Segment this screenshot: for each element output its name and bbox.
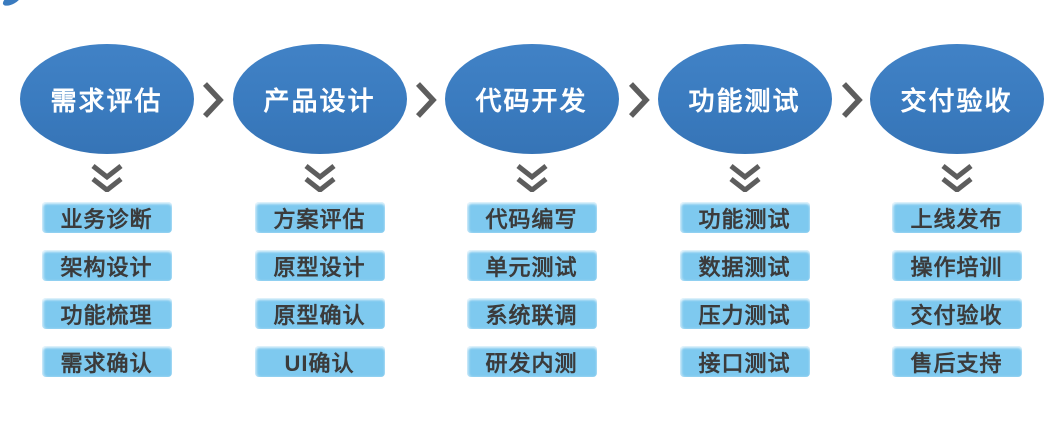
stage-label: 产品设计 [263, 85, 376, 116]
task-chip: 操作培训 [891, 250, 1022, 281]
stage-ellipse: 功能测试 [657, 44, 832, 154]
task-chip: 单元测试 [466, 250, 597, 281]
task-chip: 交付验收 [891, 298, 1022, 329]
stage-ellipse: 代码开发 [444, 44, 619, 154]
stage-column-1: 需求评估 业务诊断 架构设计 功能梳理 需求确认 [0, 0, 213, 394]
task-chip: 上线发布 [891, 202, 1022, 233]
double-chevron-down-icon [89, 154, 125, 202]
stage-label: 功能测试 [688, 85, 801, 116]
task-chip: 接口测试 [679, 346, 810, 377]
stage-label: 需求评估 [50, 85, 163, 116]
task-chip: 架构设计 [41, 250, 172, 281]
stage-column-2: 产品设计 方案评估 原型设计 原型确认 UI确认 [213, 0, 426, 394]
chevron-right-icon [414, 81, 438, 119]
double-chevron-down-icon [727, 154, 763, 202]
task-chip: 压力测试 [679, 298, 810, 329]
task-chip: 需求确认 [41, 346, 172, 377]
chevron-right-icon [840, 81, 864, 119]
stage-ellipse: 需求评估 [19, 44, 194, 154]
task-chip: 方案评估 [254, 202, 385, 233]
double-chevron-down-icon [514, 154, 550, 202]
stage-label: 交付验收 [900, 85, 1013, 116]
task-chip: 原型确认 [254, 298, 385, 329]
stage-column-3: 代码开发 代码编写 单元测试 系统联调 研发内测 [425, 0, 638, 394]
stage-label: 代码开发 [475, 85, 588, 116]
stage-ellipse: 产品设计 [232, 44, 407, 154]
task-chip: 原型设计 [254, 250, 385, 281]
task-chip: 售后支持 [891, 346, 1022, 377]
task-chip: 代码编写 [466, 202, 597, 233]
stage-ellipse: 交付验收 [869, 44, 1044, 154]
double-chevron-down-icon [939, 154, 975, 202]
chevron-right-icon [627, 81, 651, 119]
task-chip: 系统联调 [466, 298, 597, 329]
double-chevron-down-icon [302, 154, 338, 202]
stage-column-4: 功能测试 功能测试 数据测试 压力测试 接口测试 [638, 0, 851, 394]
task-chip: 业务诊断 [41, 202, 172, 233]
chevron-right-icon [201, 81, 225, 119]
task-chip: 功能测试 [679, 202, 810, 233]
task-chip: 功能梳理 [41, 298, 172, 329]
stage-column-5: 交付验收 上线发布 操作培训 交付验收 售后支持 [850, 0, 1063, 394]
task-chip: 研发内测 [466, 346, 597, 377]
task-chip: UI确认 [254, 346, 385, 377]
task-chip: 数据测试 [679, 250, 810, 281]
